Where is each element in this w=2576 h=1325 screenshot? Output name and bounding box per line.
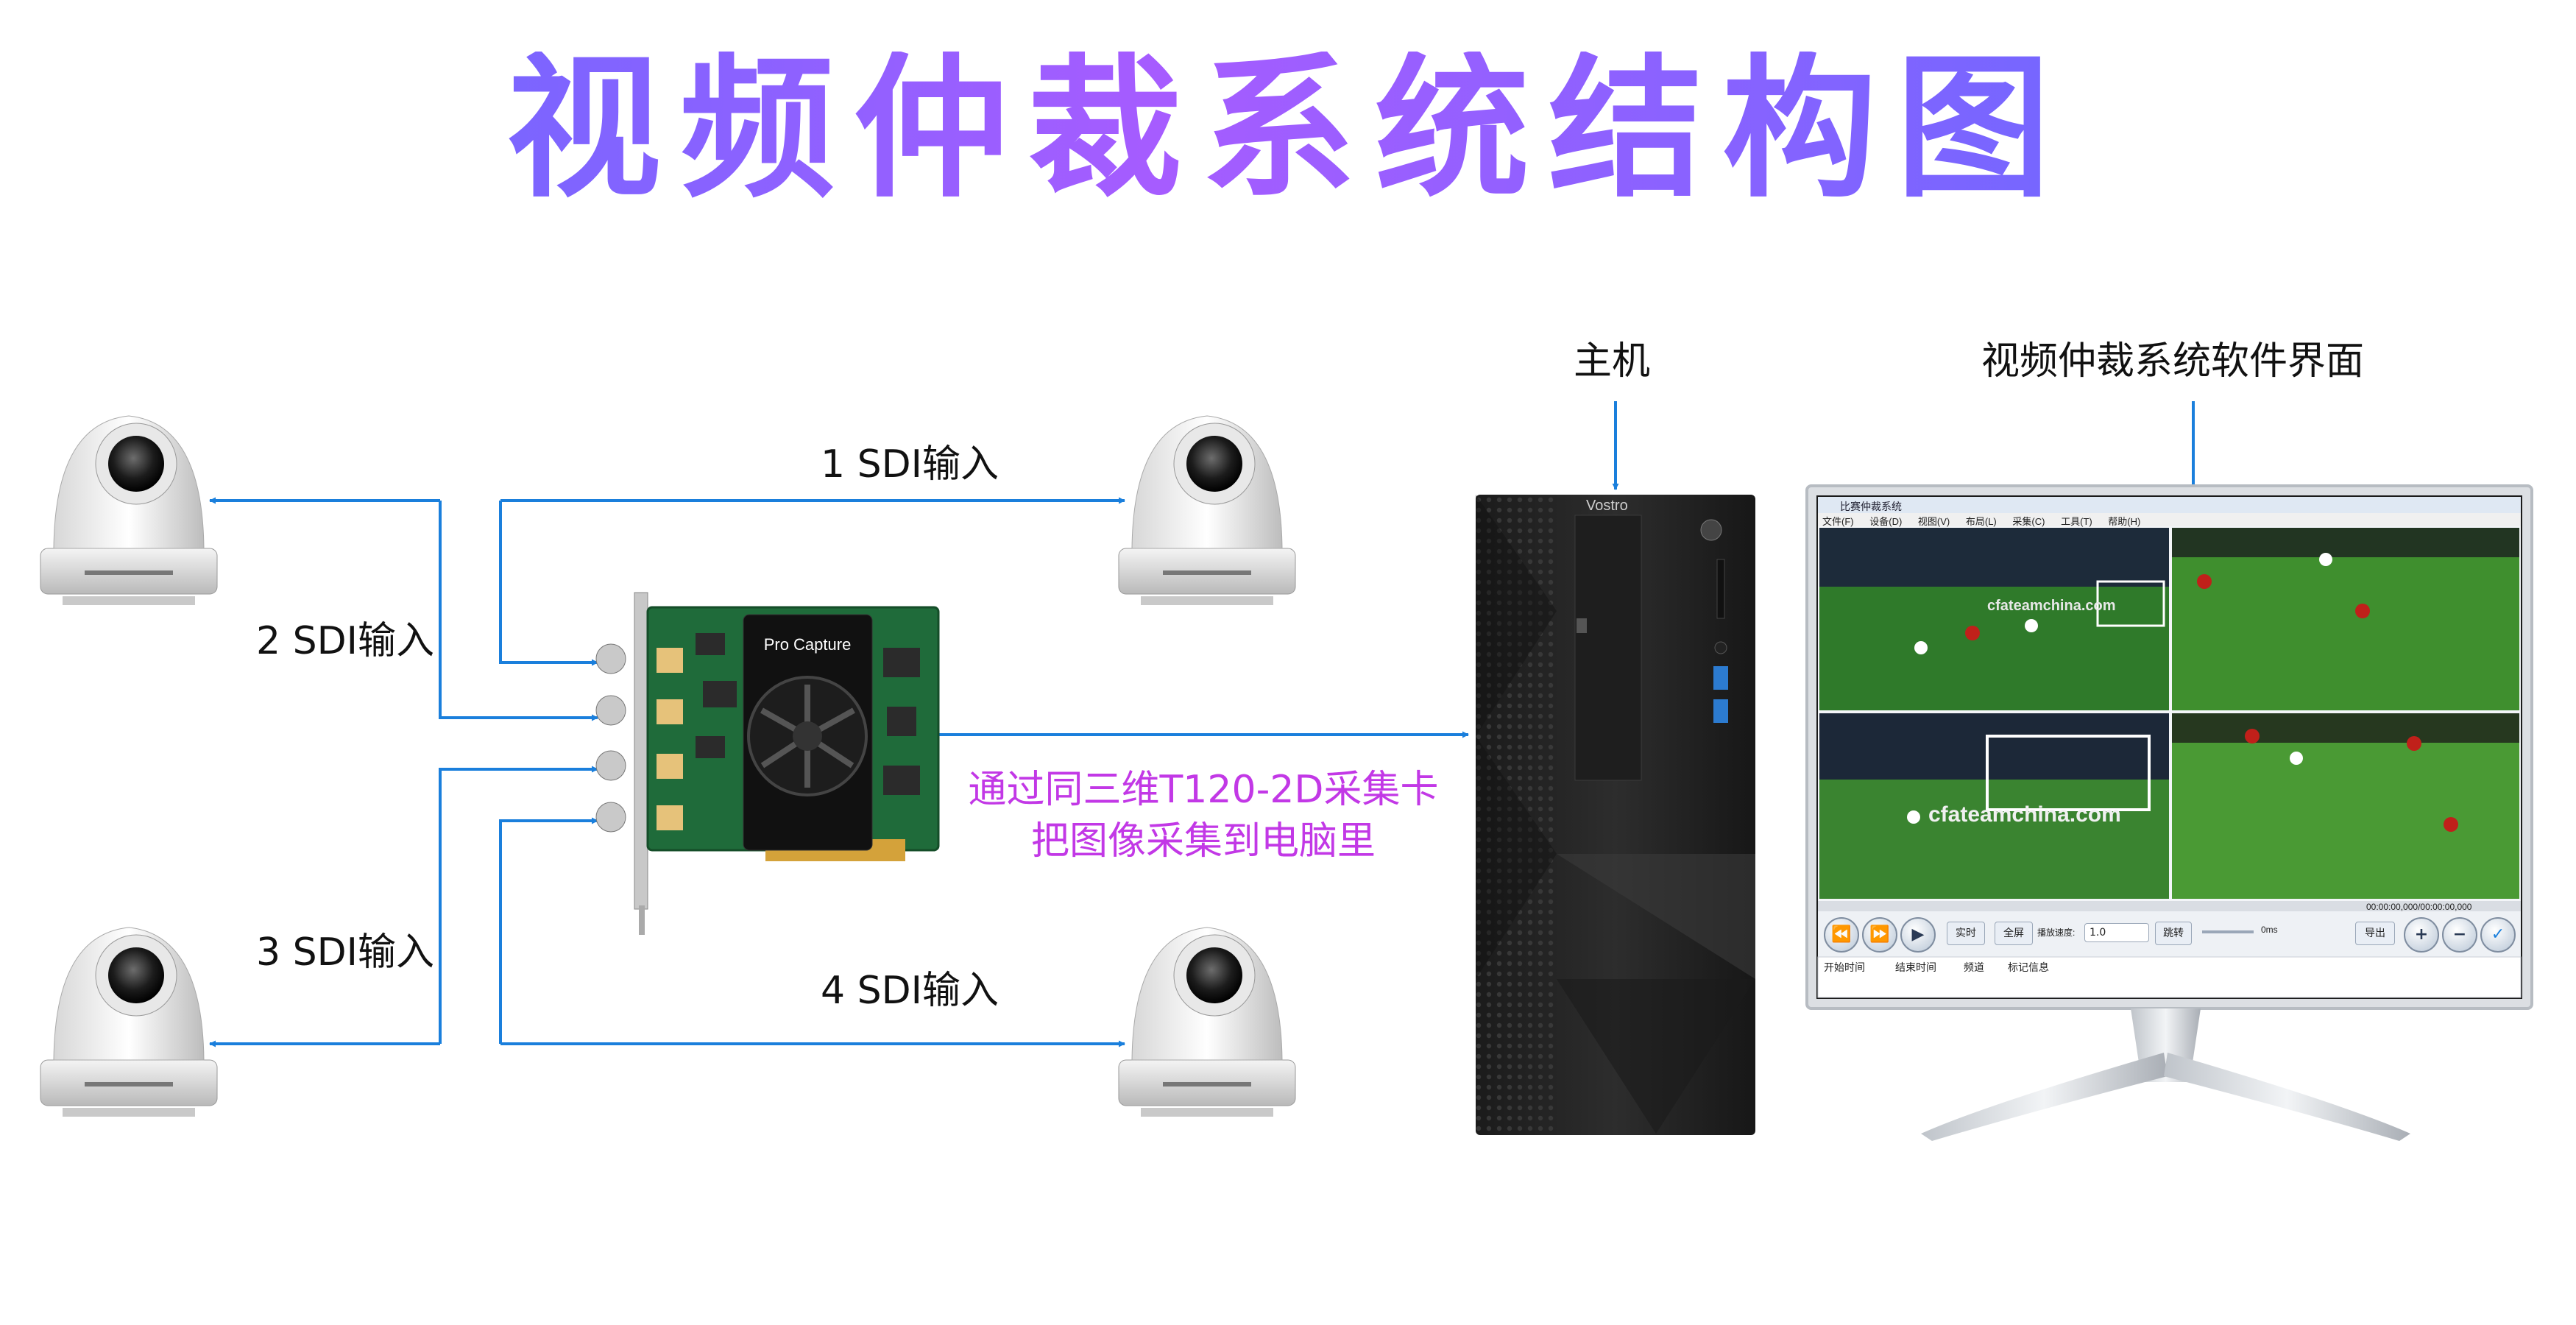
menu-device[interactable]: 设备(D) (1869, 516, 1903, 527)
play-button[interactable]: ▶ (1900, 917, 1936, 953)
video-pane-3 (1819, 713, 2169, 899)
rewind-button[interactable]: ⏪ (1824, 917, 1859, 953)
confirm-mark-button[interactable]: ✓ (2480, 917, 2516, 953)
forward-button[interactable]: ⏩ (1862, 917, 1897, 953)
link-cam2 (499, 501, 598, 664)
watermark-bottom: cfateamchina.com (1928, 802, 2121, 827)
col-end-time: 结束时间 (1895, 962, 1936, 974)
jump-button[interactable]: 跳转 (2155, 922, 2192, 945)
realtime-button[interactable]: 实时 (1947, 922, 1985, 945)
link-cam4 (499, 817, 598, 1044)
watermark-top: cfateamchina.com (1987, 598, 2116, 614)
offset-value: 0ms (2261, 925, 2278, 935)
video-pane-2 (2172, 528, 2519, 710)
label-host: 主机 (1574, 339, 1651, 384)
label-input-3: 3 SDI输入 (256, 930, 434, 975)
video-pane-1 (1819, 528, 2169, 710)
export-button[interactable]: 导出 (2355, 922, 2395, 945)
col-mark-info: 标记信息 (2008, 962, 2049, 974)
fullscreen-button[interactable]: 全屏 (1995, 922, 2033, 945)
add-mark-button[interactable]: + (2404, 917, 2439, 953)
caption-line-1: 通过同三维T120-2D采集卡 (968, 768, 1439, 812)
card-brand: Pro Capture (764, 635, 852, 654)
link-cam3 (439, 766, 598, 1044)
label-input-1: 1 SDI输入 (821, 442, 999, 487)
menu-capture[interactable]: 采集(C) (2012, 516, 2045, 527)
capture-card: Pro Capture (595, 592, 940, 935)
speed-select[interactable]: 1.0 (2084, 923, 2149, 942)
camera-bottom-left (40, 927, 218, 1117)
video-pane-4 (2172, 713, 2519, 899)
app-window-title: 比赛仲裁系统 (1840, 501, 1902, 512)
link-cam1 (439, 501, 598, 721)
menu-file[interactable]: 文件(F) (1822, 516, 1854, 527)
menu-layout[interactable]: 布局(L) (1965, 516, 1997, 527)
col-channel: 频道 (1964, 962, 1984, 974)
menu-view[interactable]: 视图(V) (1917, 516, 1950, 527)
host-tower: Vostro (1476, 495, 1755, 1135)
monitor (1805, 484, 2533, 1141)
time-range: 00:00:00,000/00:00:00,000 (2366, 902, 2472, 912)
tower-brand: Vostro (1586, 498, 1628, 514)
label-input-2: 2 SDI输入 (256, 619, 434, 663)
offset-slider[interactable] (2202, 930, 2254, 933)
page-title: 视频仲裁系统结构图 (0, 52, 2576, 206)
label-software: 视频仲裁系统软件界面 (1981, 339, 2365, 384)
connection-lines (209, 401, 2197, 1047)
caption-line-2: 把图像采集到电脑里 (1030, 819, 1376, 864)
label-input-4: 4 SDI输入 (821, 969, 999, 1013)
menu-tools[interactable]: 工具(T) (2061, 516, 2092, 527)
speed-label: 播放速度: (2037, 928, 2076, 938)
caption-capture: 通过同三维T120-2D采集卡 把图像采集到电脑里 (949, 764, 1457, 867)
camera-top-right (1118, 415, 1296, 605)
menu-help[interactable]: 帮助(H) (2108, 516, 2141, 527)
app-menu-bar: 文件(F) 设备(D) 视图(V) 布局(L) 采集(C) 工具(T) 帮助(H… (1822, 514, 2140, 528)
remove-mark-button[interactable]: − (2442, 917, 2477, 953)
camera-top-left (40, 415, 218, 605)
camera-bottom-right (1118, 927, 1296, 1117)
col-start-time: 开始时间 (1824, 962, 1865, 974)
